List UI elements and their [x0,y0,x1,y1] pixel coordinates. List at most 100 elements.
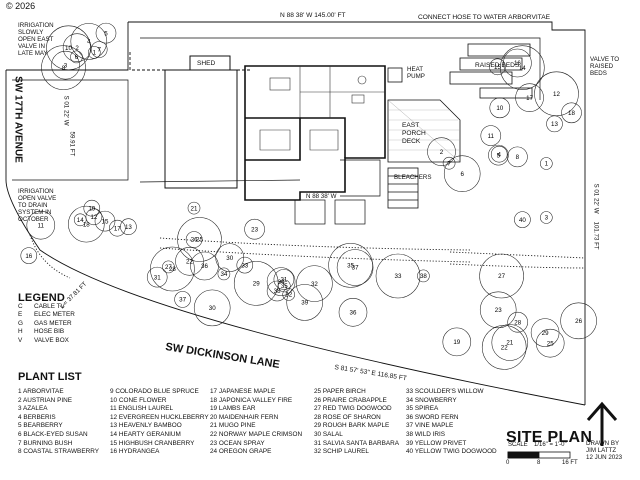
plant-list-item: 27 RED TWIG DOGWOOD [314,405,392,413]
plant-number: 8 [516,154,520,161]
plant-list-item: 28 ROSE OF SHARON [314,413,381,421]
legend-symbol: C [18,302,23,310]
plant-symbol: 39 [286,284,323,321]
plant-number: 29 [542,330,549,337]
plant-symbol: 4 [490,145,508,163]
plant-number: 10 [65,45,72,52]
plant-symbol: 31 [146,266,168,288]
plant-symbol: 1 [540,157,553,170]
plant-number: 33 [395,273,402,280]
shed-label: SHED [197,60,216,67]
plant-number: 1 [93,50,97,57]
plant-symbol: 29 [530,318,560,347]
plant-symbol: 38 [266,280,288,302]
plant-list-item: 24 OREGON GRAPE [210,448,272,456]
plant-list-item: 34 SNOWBERRY [406,396,457,404]
plant-number: 28 [169,266,176,273]
plant-list-item: 1 ARBORVITAE [18,388,64,395]
plant-symbol: 26 [560,302,597,340]
legend-label: CABLE TV [34,302,65,310]
plant-number: 13 [551,121,558,128]
plant-list-item: 21 MUGO PINE [210,422,256,430]
plant-symbol: 11 [26,210,56,240]
plant-symbol: 30 [193,289,231,327]
plant-symbol: 22 [481,325,527,370]
plant-symbol: 33 [236,256,254,274]
legend-symbol: V [18,336,23,344]
plant-number: 3 [64,62,68,69]
plant-symbol: 2 [62,33,92,62]
plant-symbol: 13 [120,218,137,235]
heat-pump-label: HEAT PUMP [407,66,425,80]
bleachers [387,167,419,209]
plant-list-item: 32 SCHIP LAUREL [314,448,369,456]
plant-number: 30 [209,305,216,312]
north-arrow [586,401,618,446]
plant-number: 38 [420,273,427,280]
plant-number: 18 [568,110,575,117]
plant-number: 7 [447,160,451,167]
plant-symbol: 19 [442,327,472,357]
plant-list-title: PLANT LIST [18,371,82,383]
east-porch-label: EAST PORCH DECK [402,122,426,145]
heat-pump [387,67,403,83]
plant-symbol: 35 [328,243,373,288]
plant-number: 11 [488,133,495,140]
raised-beds [449,43,533,99]
plant-number: 3 [545,215,549,222]
plant-number: 26 [191,237,198,244]
plant-number: 6 [75,54,79,61]
plant-number: 17 [114,225,121,232]
plant-symbol: 23 [479,291,517,329]
plant-number: 5 [104,30,108,37]
east-bearing-a: S 01 22' W [592,183,600,214]
plant-number: 29 [253,281,260,288]
plant-number: 33 [241,262,248,269]
plant-list-item: 19 LAMBS EAR [210,405,256,413]
legend-label: GAS METER [34,319,72,327]
plant-symbol: 34 [217,267,231,281]
plant-symbol: 6 [70,50,83,64]
plant-list-item: 20 MAIDENHAIR FERN [210,413,279,421]
plant-number: 16 [25,253,32,260]
plant-symbol: 2 [427,137,456,166]
plant-number: 40 [519,217,526,224]
plant-list-item: 37 VINE MAPLE [406,422,454,430]
plant-symbol: 30 [215,243,244,272]
plant-number: 14 [519,65,526,72]
plant-symbol: 10 [46,25,91,71]
plant-list-item: 9 COLORADO BLUE SPRUCE [110,388,199,395]
plant-number: 25 [547,340,554,347]
plant-list-item: 35 SPIREA [406,405,439,413]
plant-number: 27 [165,264,172,271]
plant-number: 37 [179,297,186,304]
plant-symbol: 15 [489,58,506,76]
plant-number: 23 [495,307,502,314]
bleachers-label: BLEACHERS [394,174,432,181]
connect-hose-note: CONNECT HOSE TO WATER ARBORVITAE [418,14,551,21]
plant-number: 36 [350,310,357,317]
west-bearing-a: S 01 22' W [62,95,70,126]
plant-symbol: 40 [514,211,531,228]
plant-list-item: 36 SWORD FERN [406,413,459,421]
north-bearing-label: N 88 38' W 145.00' FT [280,12,346,19]
scale-label: SCALE [508,442,528,448]
plant-number: 15 [494,64,501,71]
scale-ratio: 1/16" = 1'-0" [534,442,567,448]
plant-list-item: 17 JAPANESE MAPLE [210,388,276,395]
legend-label: HOSE BIB [34,328,65,336]
plant-number: 2 [440,149,444,156]
plant-symbol: 12 [85,208,103,226]
steps-and-walkways [294,159,381,225]
plant-symbol: 7 [442,156,456,170]
plant-symbol: 35 [278,279,291,293]
plant-number: 32 [311,281,318,288]
east-porch-deck [387,99,461,163]
raised-beds-label: RAISED BEDS [475,62,520,69]
plant-list-item: 38 WILD IRIS [406,430,446,438]
